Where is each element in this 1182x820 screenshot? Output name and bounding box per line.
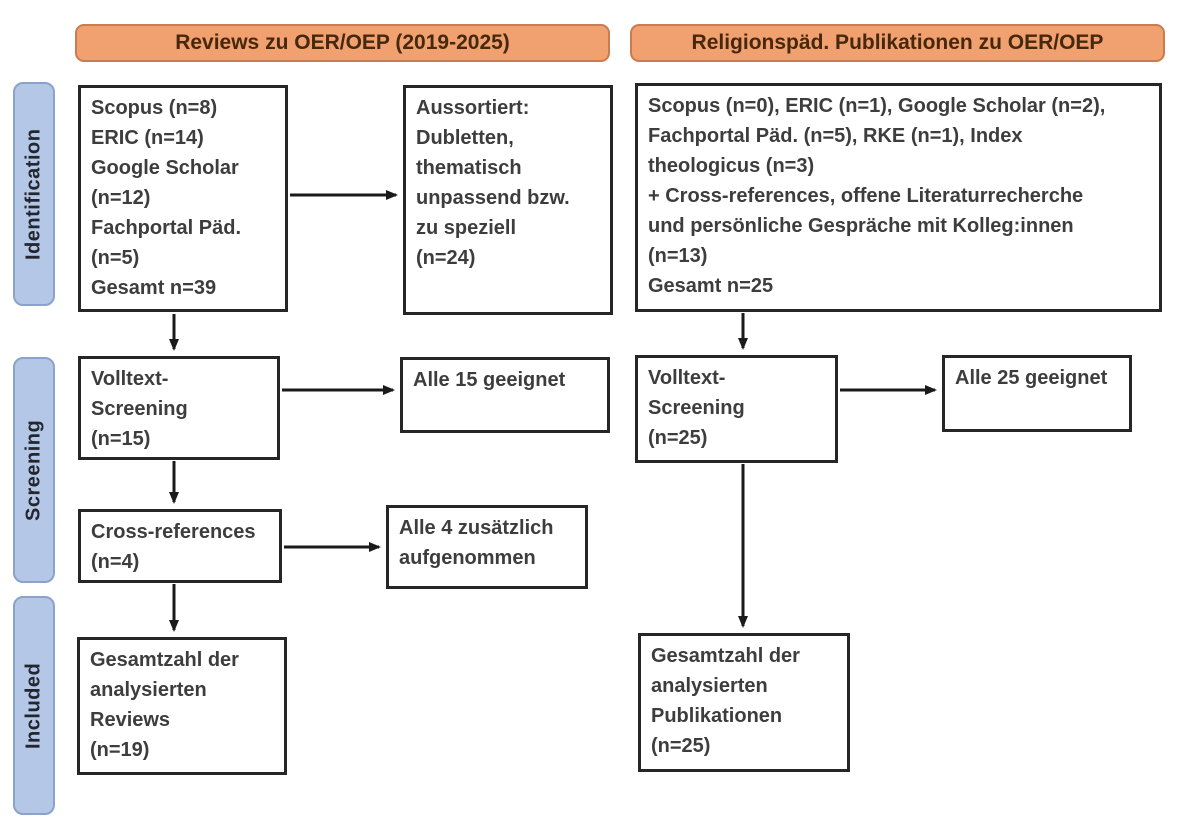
box-fulltext-screening-religionspaed: Volltext- Screening (n=25)	[635, 355, 838, 463]
box-eligible-religionspaed: Alle 25 geeignet	[942, 355, 1132, 432]
box-total-publications: Gesamtzahl der analysierten Publikatione…	[638, 633, 850, 772]
box-total-reviews: Gesamtzahl der analysierten Reviews (n=1…	[77, 637, 287, 775]
box-sources-reviews: Scopus (n=8) ERIC (n=14) Google Scholar …	[78, 85, 288, 312]
column-header-reviews: Reviews zu OER/OEP (2019-2025)	[75, 24, 610, 62]
box-cross-references: Cross-references (n=4)	[78, 509, 282, 583]
box-excluded-reviews: Aussortiert: Dubletten, thematisch unpas…	[403, 85, 613, 315]
stage-label-screening: Screening	[13, 357, 55, 583]
box-eligible-reviews: Alle 15 geeignet	[400, 357, 610, 433]
box-added-cross-references: Alle 4 zusätzlich aufgenommen	[386, 505, 588, 589]
stage-label-identification: Identification	[13, 82, 55, 306]
box-fulltext-screening-reviews: Volltext- Screening (n=15)	[78, 356, 280, 460]
box-sources-religionspaed: Scopus (n=0), ERIC (n=1), Google Scholar…	[635, 83, 1162, 312]
column-header-religionspaed: Religionspäd. Publikationen zu OER/OEP	[630, 24, 1165, 62]
stage-label-included: Included	[13, 596, 55, 815]
